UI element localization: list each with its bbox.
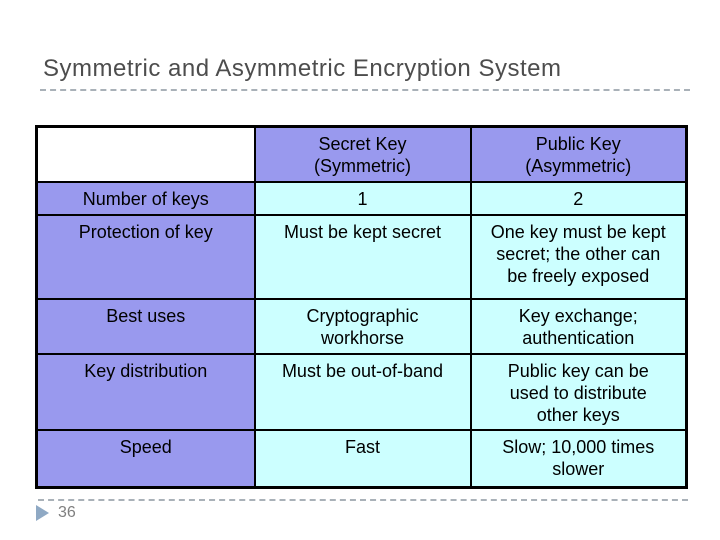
- cell-asymmetric: One key must be kept secret; the other c…: [469, 213, 688, 300]
- table-row-speed: Speed Fast Slow; 10,000 times slower: [35, 428, 688, 489]
- footer-divider: [38, 499, 688, 501]
- cell-asymmetric: Key exchange; authentication: [469, 297, 688, 355]
- cell-asymmetric: Slow; 10,000 times slower: [469, 428, 688, 489]
- row-label: Protection of key: [35, 213, 256, 300]
- table-row-best-uses: Best uses Cryptographic workhorse Key ex…: [35, 297, 688, 355]
- right-triangle-icon: [36, 505, 49, 521]
- table-header-row: Secret Key (Symmetric) Public Key (Asymm…: [35, 125, 688, 183]
- footer: 36: [36, 504, 76, 522]
- table-corner-cell: [35, 125, 256, 183]
- cell-symmetric: Cryptographic workhorse: [253, 297, 472, 355]
- cell-asymmetric: 2: [469, 180, 688, 216]
- encryption-comparison-table: Secret Key (Symmetric) Public Key (Asymm…: [35, 125, 688, 489]
- table-row-protection-of-key: Protection of key Must be kept secret On…: [35, 213, 688, 300]
- row-label: Key distribution: [35, 352, 256, 431]
- cell-symmetric: Must be out-of-band: [253, 352, 472, 431]
- cell-asymmetric: Public key can be used to distribute oth…: [469, 352, 688, 431]
- page-number: 36: [58, 504, 76, 521]
- table-row-number-of-keys: Number of keys 1 2: [35, 180, 688, 216]
- column-header-public-key: Public Key (Asymmetric): [469, 125, 688, 183]
- column-header-secret-key: Secret Key (Symmetric): [253, 125, 472, 183]
- cell-symmetric: 1: [253, 180, 472, 216]
- title-divider: [40, 89, 690, 91]
- page-title: Symmetric and Asymmetric Encryption Syst…: [43, 55, 562, 82]
- cell-symmetric: Fast: [253, 428, 472, 489]
- row-label: Number of keys: [35, 180, 256, 216]
- row-label: Speed: [35, 428, 256, 489]
- table-row-key-distribution: Key distribution Must be out-of-band Pub…: [35, 352, 688, 431]
- row-label: Best uses: [35, 297, 256, 355]
- cell-symmetric: Must be kept secret: [253, 213, 472, 300]
